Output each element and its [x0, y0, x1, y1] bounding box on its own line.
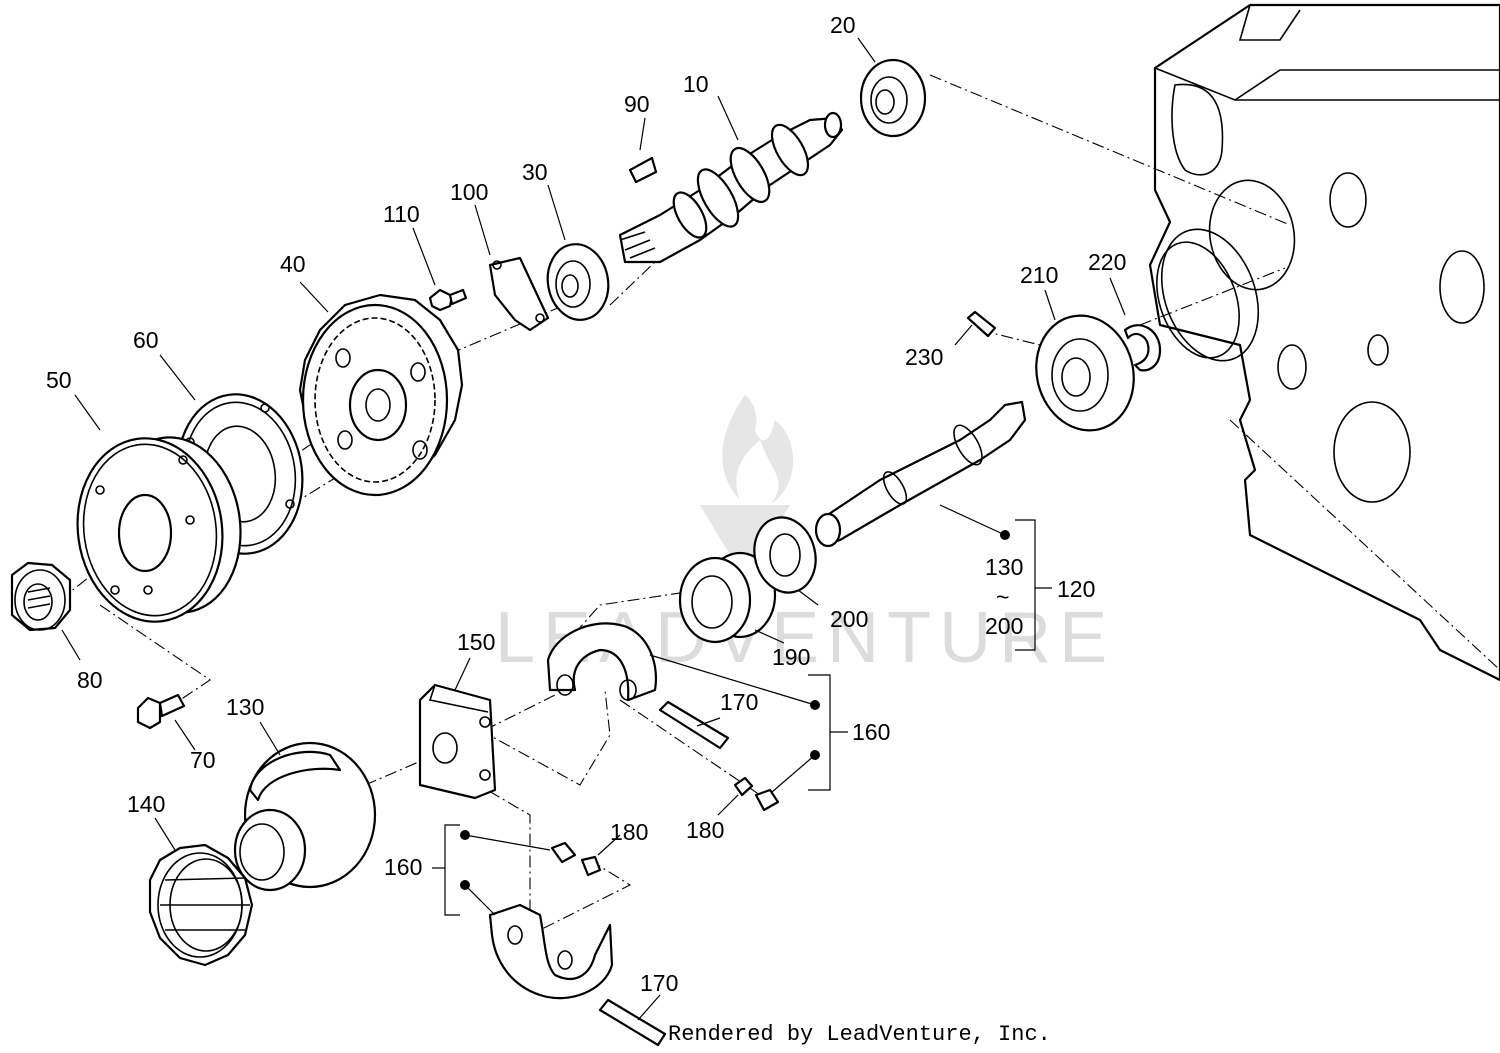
part-150-weight	[418, 683, 497, 800]
label-130-upper: 130	[985, 554, 1023, 580]
part-70-bolt	[136, 693, 186, 730]
part-180-screw-lower	[550, 841, 602, 877]
label-160-left: 160	[384, 854, 422, 880]
part-230-setscrew	[966, 310, 997, 338]
label-180-lower: 180	[610, 819, 648, 845]
leader-lines	[61, 37, 1126, 1021]
part-50-flange	[76, 436, 242, 623]
label-180-right: 180	[686, 817, 724, 843]
label-160-right: 160	[852, 719, 890, 745]
label-90: 90	[624, 91, 650, 117]
part-100-plate	[488, 256, 550, 332]
part-140-gear	[148, 843, 254, 967]
part-220-circlip	[1123, 324, 1162, 372]
dot-160a	[810, 700, 820, 710]
brackets	[432, 519, 1052, 916]
part-210-bearing	[1035, 314, 1135, 432]
part-180-screw-right	[733, 776, 780, 812]
part-200-washer	[753, 516, 817, 594]
part-80-nut	[10, 561, 72, 632]
label-190: 190	[772, 644, 810, 670]
label-60: 60	[133, 327, 159, 353]
part-10-camshaft	[618, 111, 844, 264]
part-170-pin-upper	[658, 700, 730, 750]
callout-labels: 20 10 90 30 100 110 40 60 50 80 70 130 1…	[46, 12, 1126, 996]
label-150: 150	[457, 629, 495, 655]
dot-130	[1000, 530, 1010, 540]
dot-160c	[460, 830, 470, 840]
label-220: 220	[1088, 249, 1126, 275]
part-170-pin-lower	[598, 998, 667, 1047]
label-210: 210	[1020, 262, 1058, 288]
part-160-shoe-upper	[546, 622, 658, 702]
part-190-collar	[678, 551, 777, 644]
label-110: 110	[383, 201, 420, 227]
render-credit: Rendered by LeadVenture, Inc.	[668, 1022, 1051, 1047]
part-160-shoe-lower	[488, 903, 614, 1000]
part-110-bolt	[428, 288, 468, 312]
label-200-range: 200	[985, 613, 1023, 639]
label-170-lower: 170	[640, 970, 678, 996]
label-170-upper: 170	[720, 689, 758, 715]
label-50: 50	[46, 367, 72, 393]
label-80: 80	[77, 667, 103, 693]
part-130-drum	[233, 741, 377, 892]
label-20: 20	[830, 12, 856, 38]
label-30: 30	[522, 159, 548, 185]
part-90-key	[628, 156, 658, 184]
crankcase-block	[1148, 3, 1500, 682]
label-70: 70	[190, 747, 216, 773]
label-100: 100	[450, 179, 488, 205]
label-tilde: ~	[996, 584, 1009, 610]
governor-shaft	[814, 400, 1027, 548]
label-230: 230	[905, 344, 943, 370]
label-200: 200	[830, 606, 868, 632]
part-20-bearing	[859, 58, 927, 138]
label-120: 120	[1057, 576, 1095, 602]
dot-160b	[810, 750, 820, 760]
label-10: 10	[683, 71, 709, 97]
dot-160d	[460, 880, 470, 890]
part-40-gear	[298, 293, 464, 497]
label-130-lower: 130	[226, 694, 264, 720]
label-140: 140	[127, 791, 165, 817]
part-30-bearing	[546, 243, 610, 321]
label-40: 40	[280, 251, 306, 277]
